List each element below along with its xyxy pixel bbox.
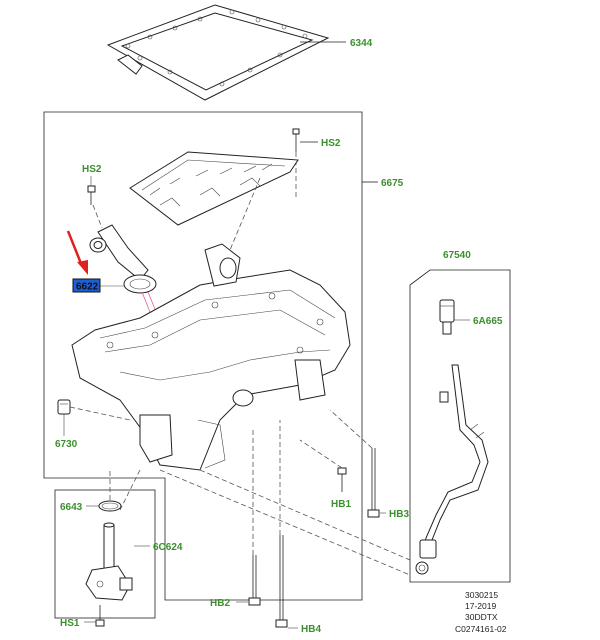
ref-line-3: 30DDTX — [465, 612, 498, 622]
bolt-hs2-left[interactable] — [87, 185, 96, 205]
oil-pickup-tube[interactable] — [89, 224, 157, 294]
red-arrow-icon — [66, 230, 88, 275]
bolt-hs1[interactable] — [95, 605, 105, 627]
label-6344[interactable]: 6344 — [350, 38, 373, 49]
label-hb3[interactable]: HB3 — [389, 509, 409, 520]
oil-level-sensor[interactable] — [85, 522, 133, 601]
assembly-dash-lines — [109, 177, 411, 576]
label-6a665[interactable]: 6A665 — [473, 316, 503, 327]
label-67540[interactable]: 67540 — [443, 250, 471, 261]
dipstick-box — [409, 269, 511, 583]
drain-plug[interactable] — [57, 399, 71, 415]
sensor-box — [54, 489, 156, 619]
label-hs2-left[interactable]: HS2 — [82, 164, 102, 175]
bolt-hs2-right[interactable] — [292, 128, 300, 152]
label-6c624[interactable]: 6C624 — [153, 542, 183, 553]
assembly-outline — [43, 111, 363, 601]
label-6622[interactable]: 6622 — [76, 282, 99, 293]
ref-line-2: 17-2019 — [465, 601, 496, 611]
dash-hb3 — [329, 409, 373, 449]
bolt-hb3[interactable] — [367, 448, 380, 518]
bolt-hb2[interactable] — [248, 555, 261, 606]
label-hb4[interactable]: HB4 — [301, 624, 321, 635]
highlighted-part-label[interactable]: 6622 — [72, 278, 101, 293]
bolt-hb4[interactable] — [275, 535, 288, 628]
dash-hs2-left — [92, 204, 103, 229]
label-6675[interactable]: 6675 — [381, 178, 404, 189]
dash-drain-plug — [69, 406, 131, 421]
ref-line-4: C0274161-02 — [455, 624, 507, 634]
dipstick-tube[interactable] — [415, 364, 489, 575]
drawing-reference: 3030215 17-2019 30DDTX C0274161-02 — [455, 590, 507, 634]
label-hb1[interactable]: HB1 — [331, 499, 351, 510]
bolt-hb1[interactable] — [337, 467, 347, 492]
label-hs1[interactable]: HS1 — [60, 618, 80, 629]
dash-hb1 — [299, 439, 343, 469]
sensor-o-ring[interactable] — [98, 500, 122, 512]
label-hs2-right[interactable]: HS2 — [321, 138, 341, 149]
label-6643[interactable]: 6643 — [60, 502, 83, 513]
label-hb2[interactable]: HB2 — [210, 598, 230, 609]
oil-pan-gasket[interactable] — [106, 4, 330, 101]
dipstick-seal[interactable] — [439, 299, 455, 335]
ref-line-1: 3030215 — [465, 590, 498, 600]
baffle-plate[interactable] — [129, 151, 299, 226]
label-6730[interactable]: 6730 — [55, 439, 78, 450]
oil-pan-sump[interactable] — [71, 243, 351, 471]
